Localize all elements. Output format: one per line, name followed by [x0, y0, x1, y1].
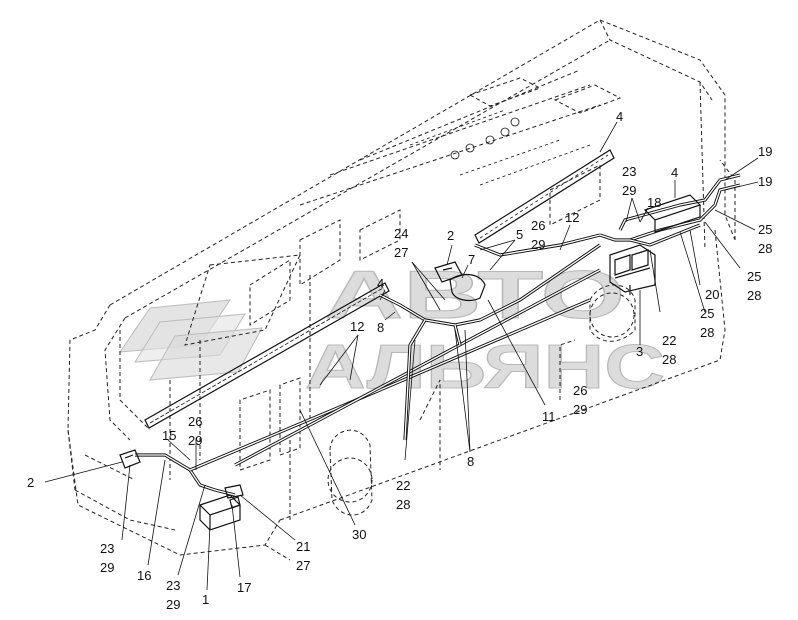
leader-lines	[44, 121, 759, 591]
connector-block-2-left	[119, 449, 141, 469]
callout-4-right: 4	[671, 165, 678, 180]
callout-4-mid: 4	[377, 276, 384, 291]
callout-3: 3	[636, 344, 643, 359]
watermark-logo	[118, 299, 263, 381]
callout-17: 17	[237, 580, 251, 595]
callout-8-lower: 8	[467, 454, 474, 469]
callout-19b: 19	[758, 174, 772, 189]
callout-2-left: 2	[27, 475, 34, 490]
callout-5: 5	[516, 227, 523, 242]
connector-17	[229, 496, 241, 509]
callout-19a: 19	[758, 144, 772, 159]
callout-4-top: 4	[616, 109, 623, 124]
module-7	[449, 274, 486, 302]
callout-7: 7	[468, 252, 475, 267]
component-blocks	[119, 194, 702, 531]
callout-12-top: 12	[565, 210, 579, 225]
roof-lamp-rows	[409, 109, 591, 186]
callout-18: 18	[647, 195, 661, 210]
main-wiring-harness	[135, 173, 741, 497]
callout-16: 16	[137, 568, 151, 583]
callout-2-top: 2	[447, 228, 454, 243]
callout-20: 20	[705, 287, 719, 302]
ventilation-fan-icons	[450, 117, 520, 160]
callout-30: 30	[352, 527, 366, 542]
callout-8-upper: 8	[377, 320, 384, 335]
rear-box-18	[643, 194, 702, 233]
callout-12-mid: 12	[350, 319, 364, 334]
callout-15: 15	[162, 428, 176, 443]
bus-body-outline	[67, 19, 736, 561]
roof-light-strip-long	[144, 149, 615, 429]
relay-box-3	[609, 244, 656, 295]
callout-11: 11	[542, 409, 556, 424]
callout-1: 1	[202, 592, 209, 607]
control-box-1	[199, 484, 244, 531]
